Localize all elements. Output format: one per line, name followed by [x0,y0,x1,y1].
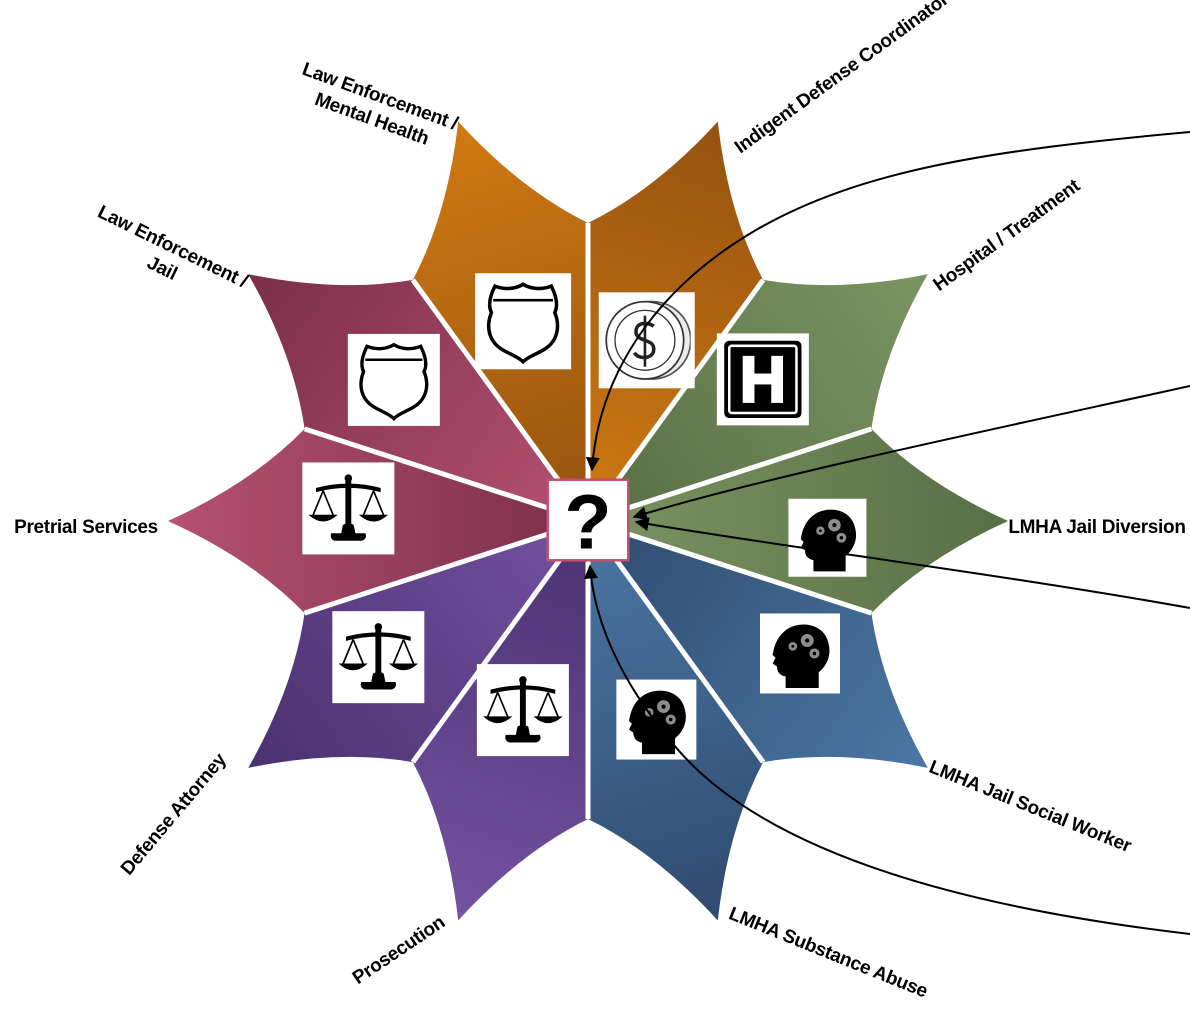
segment-divider [303,518,589,616]
head-gears-icon [788,498,867,577]
segment-divider [587,426,873,524]
label-indigent-defense: Indigent Defense Coordinator [731,0,953,158]
label-hospital-treatment: Hospital / Treatment [930,175,1085,296]
label-line: Hospital / Treatment [930,175,1085,296]
label-line: Pretrial Services [14,517,158,538]
label-line: LMHA Jail Diversion [1008,517,1185,538]
label-law-enforcement-mental-health: Law Enforcement /Mental Health [291,59,461,158]
head-gears-icon [616,679,697,760]
police-badge-shield-icon [475,273,572,370]
label-lmha-substance-abuse: LMHA Substance Abuse [726,903,931,1002]
connector-arrow [634,517,1190,609]
label-lmha-jail-social-worker: LMHA Jail Social Worker [926,757,1135,858]
label-line: LMHA Substance Abuse [726,903,931,1002]
coin-dollar-icon [598,292,695,389]
label-line: Indigent Defense Coordinator [731,0,953,158]
segment-icons [302,273,867,760]
segment-lmha-jail-social-worker [588,521,928,768]
scales-of-justice-icon [332,611,425,704]
connector-arrow [632,385,1190,520]
segment-divider [587,518,873,616]
label-line: Prosecution [349,912,449,989]
label-law-enforcement-jail: Law Enforcement /Jail [84,202,252,315]
label-prosecution: Prosecution [349,912,449,989]
center-question-node [546,478,630,564]
connector-arrow [583,564,1190,935]
police-badge-shield-icon [347,333,440,426]
question-mark-icon [546,478,630,564]
label-lmha-jail-diversion: LMHA Jail Diversion [1008,517,1185,538]
segment-divider [303,426,589,524]
scales-of-justice-icon [476,664,569,757]
connector-arrow [585,131,1190,472]
label-line: Defense Attorney [117,749,231,879]
hospital-h-icon [716,333,809,426]
label-pretrial-services: Pretrial Services [14,517,158,538]
scales-of-justice-icon [302,462,395,555]
head-gears-icon [760,613,841,694]
label-defense-attorney: Defense Attorney [117,749,231,879]
label-line: LMHA Jail Social Worker [926,757,1135,858]
connector-arrows [583,131,1190,935]
